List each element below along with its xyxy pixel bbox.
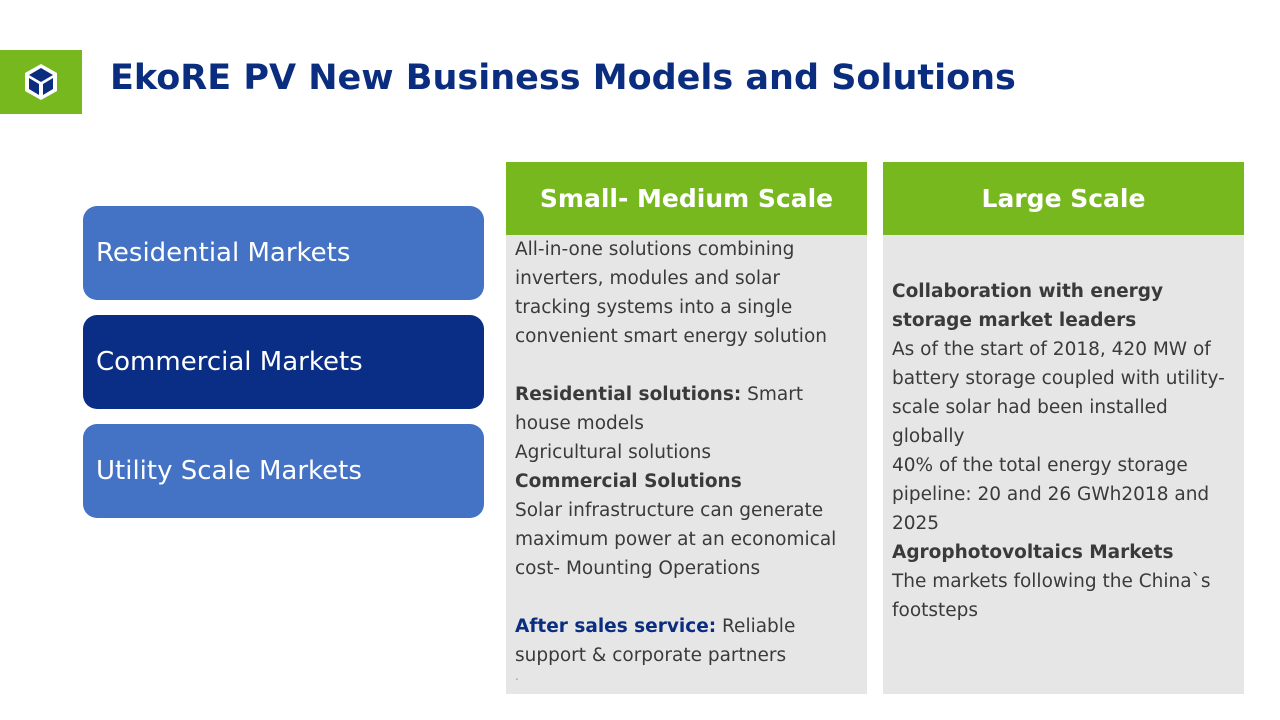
commercial-solutions-label: Commercial Solutions	[515, 471, 742, 492]
small-medium-panel: All-in-one solutions combining inverters…	[506, 235, 867, 694]
agro-label: Agrophotovoltaics Markets	[892, 542, 1174, 563]
after-sales-label: After sales service:	[515, 616, 717, 637]
large-scale-header-label: Large Scale	[981, 184, 1146, 213]
page-title: EkoRE PV New Business Models and Solutio…	[110, 58, 1016, 98]
market-commercial-label: Commercial Markets	[96, 347, 363, 377]
collab-text: As of the start of 2018, 420 MW of batte…	[892, 339, 1225, 447]
small-intro: All-in-one solutions combining inverters…	[515, 239, 827, 347]
market-utility[interactable]: Utility Scale Markets	[83, 424, 484, 518]
small-residential: Residential solutions: Smart house model…	[515, 380, 859, 438]
cube-logo-icon	[25, 64, 57, 100]
small-after-sales: After sales service: Reliable support & …	[515, 612, 859, 670]
large-scale-panel: Collaboration with energy storage market…	[883, 235, 1244, 694]
market-utility-label: Utility Scale Markets	[96, 456, 362, 486]
after-sales-text: Reliable support & corporate partners	[515, 616, 796, 666]
residential-solutions-text: Smart house models	[515, 384, 804, 434]
pipeline-text: 40% of the total energy storage pipeline…	[892, 455, 1210, 534]
agro-text: The markets following the China`s footst…	[892, 571, 1211, 621]
market-residential[interactable]: Residential Markets	[83, 206, 484, 300]
trailing-dot: .	[515, 669, 519, 683]
market-commercial[interactable]: Commercial Markets	[83, 315, 484, 409]
logo-badge	[0, 50, 82, 114]
market-residential-label: Residential Markets	[96, 238, 351, 268]
small-agricultural: Agricultural solutions	[515, 442, 712, 463]
residential-solutions-label: Residential solutions:	[515, 384, 742, 405]
collab-label: Collaboration with energy storage market…	[892, 281, 1164, 331]
small-medium-header: Small- Medium Scale	[506, 162, 867, 235]
large-scale-header: Large Scale	[883, 162, 1244, 235]
small-medium-header-label: Small- Medium Scale	[539, 184, 834, 213]
commercial-solutions-text: Solar infrastructure can generate maximu…	[515, 500, 837, 579]
